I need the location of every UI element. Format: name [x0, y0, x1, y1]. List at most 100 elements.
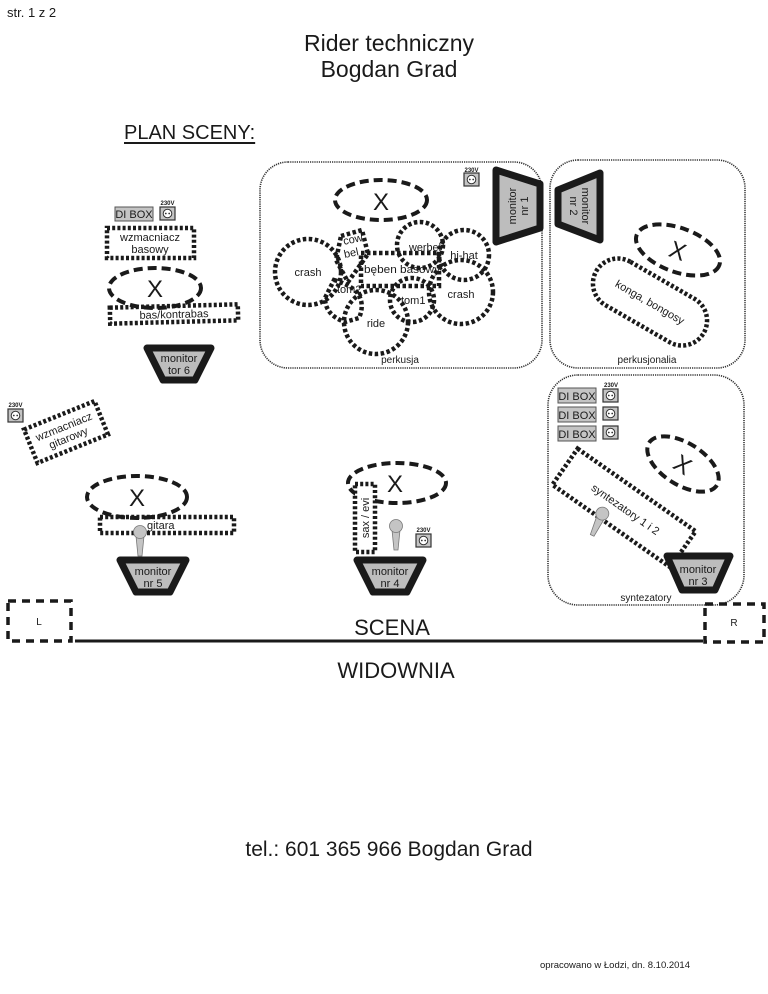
power-outlet-icon [602, 406, 619, 421]
monitor-6-number: tor 6 [168, 365, 190, 377]
power-outlet-icon [415, 533, 432, 548]
monitor-4-label: monitor [372, 566, 409, 578]
percussion-zone-label: perkusjonalia [618, 355, 677, 366]
cowbell [333, 227, 371, 287]
ride-cymbal [341, 287, 411, 357]
sax-player-position [346, 461, 448, 505]
monitor-wedge-icon [492, 166, 544, 246]
monitor-4-number: nr 4 [381, 578, 400, 590]
right-wing [703, 602, 766, 644]
congas-bongos-label: konga, bongosy [613, 278, 687, 327]
hihat-label: hi-hat [450, 250, 478, 262]
outlet-voltage: 230V [160, 201, 174, 207]
left-wing [6, 599, 73, 643]
right-wing-label: R [730, 618, 737, 629]
stage-edge: L R SCENA WIDOWNIA [6, 599, 766, 683]
monitor-3: monitor nr 3 [663, 552, 734, 594]
bass-amplifier [104, 225, 197, 261]
guitar-instrument [97, 514, 237, 536]
hihat-cymbal [436, 227, 492, 283]
crash-right-cymbal [426, 257, 496, 327]
monitor-wedge-icon [554, 169, 604, 244]
ride-label: ride [367, 318, 385, 330]
outlet-voltage: 230V [416, 528, 430, 534]
monitor-5-label: monitor [135, 566, 172, 578]
power-outlet-bass: 230V [159, 201, 176, 221]
monitor-wedge-icon [116, 556, 190, 596]
crash-left-label: crash [295, 267, 322, 279]
crash-right-label: crash [448, 289, 475, 301]
bass-di-box: DI BOX [114, 206, 154, 222]
outlet-voltage: 230V [8, 403, 22, 409]
guitar-area: 230V wzmacniacz gitarowy X gitara monito… [7, 398, 237, 596]
drums-zone: X 230V monitor nr 1 crash [259, 161, 544, 369]
power-outlets-synths: 230V [602, 383, 619, 440]
bass-amp-label-line2: basowy [131, 244, 169, 256]
di-box-1: DI BOX [557, 387, 597, 404]
sax-player-position-mark: X [387, 471, 403, 498]
prepared-note: opracowano w Łodzi, dn. 8.10.2014 [540, 960, 690, 971]
guitar-amplifier [21, 398, 111, 466]
monitor-2: monitor nr 2 [554, 169, 604, 244]
keyboardist-position-mark: X [668, 450, 696, 481]
monitor-3-label: monitor [680, 564, 717, 576]
tom-2-label: tom2 [337, 284, 361, 296]
bass-di-box-label: DI BOX [115, 209, 153, 221]
bass-instrument [107, 302, 241, 326]
power-outlet-guitar: 230V [7, 403, 24, 423]
power-outlet-drums: 230V [463, 168, 480, 187]
monitor-3-number: nr 3 [689, 576, 708, 588]
power-outlet-icon [159, 206, 176, 221]
monitor-2-label: monitor [579, 188, 591, 225]
drums-zone-label: perkusja [381, 355, 419, 366]
monitor-wedge-icon [143, 344, 215, 384]
drum-kit [272, 219, 496, 357]
di-box-2: DI BOX [557, 406, 597, 423]
monitor-5: monitor nr 5 [116, 556, 190, 596]
guitarist-position-mark: X [129, 485, 145, 512]
power-outlet-icon [463, 172, 480, 187]
contact-phone: tel.: 601 365 966 Bogdan Grad [245, 838, 533, 861]
stage-label: SCENA [354, 615, 430, 640]
cowbell-label-line2: bel [343, 246, 360, 261]
monitor-1-number: nr 1 [519, 197, 531, 216]
bass-amp-label-line1: wzmacniacz [119, 232, 180, 244]
di-box-1-label: DI BOX [558, 391, 596, 403]
tom-1-label: tom1 [401, 295, 425, 307]
tom-1 [387, 275, 437, 325]
sax-evi-instrument [352, 481, 378, 555]
snare-label: werbel [408, 242, 441, 254]
monitor-wedge-icon [663, 552, 734, 594]
power-outlet-sax: 230V [415, 528, 432, 548]
power-outlet-icon [7, 408, 24, 423]
artist-name: Bogdan Grad [320, 56, 458, 82]
percussion-zone: monitor nr 2 X konga, bongosy perkusjona… [549, 159, 746, 369]
drums-zone-border [259, 161, 543, 369]
bass-drum-label: bęben basowy [364, 264, 441, 276]
outlet-voltage: 230V [464, 168, 478, 174]
outlet-voltage: 230V [604, 383, 618, 389]
document-title: Rider techniczny [303, 30, 475, 56]
monitor-5-number: nr 5 [144, 578, 163, 590]
page-number: str. 1 z 2 [7, 5, 57, 20]
monitor-4: monitor nr 4 [353, 556, 427, 596]
left-wing-label: L [36, 617, 42, 628]
microphone-icon [133, 525, 147, 557]
di-box-2-label: DI BOX [558, 410, 596, 422]
percussionist-position-mark: X [665, 236, 689, 267]
bass-area: DI BOX 230V wzmacniacz basowy X bas/kont… [104, 201, 241, 384]
drummer-position-mark: X [373, 189, 389, 216]
cowbell-label-line1: cow [342, 232, 364, 248]
snare-drum [394, 219, 446, 271]
percussionist-position [633, 222, 723, 278]
section-title: PLAN SCENY: [124, 122, 256, 144]
microphone-icon [389, 519, 403, 551]
microphone-sax [389, 519, 403, 551]
sax-area: X sax / evi 230V monitor nr 4 [346, 461, 448, 596]
synths-zone-label: syntezatory [620, 593, 671, 604]
bassist-position [107, 266, 203, 310]
sax-evi-label: sax / evi [360, 498, 372, 538]
bassist-position-mark: X [147, 276, 163, 303]
guitar-instrument-label: gitara [147, 520, 175, 532]
